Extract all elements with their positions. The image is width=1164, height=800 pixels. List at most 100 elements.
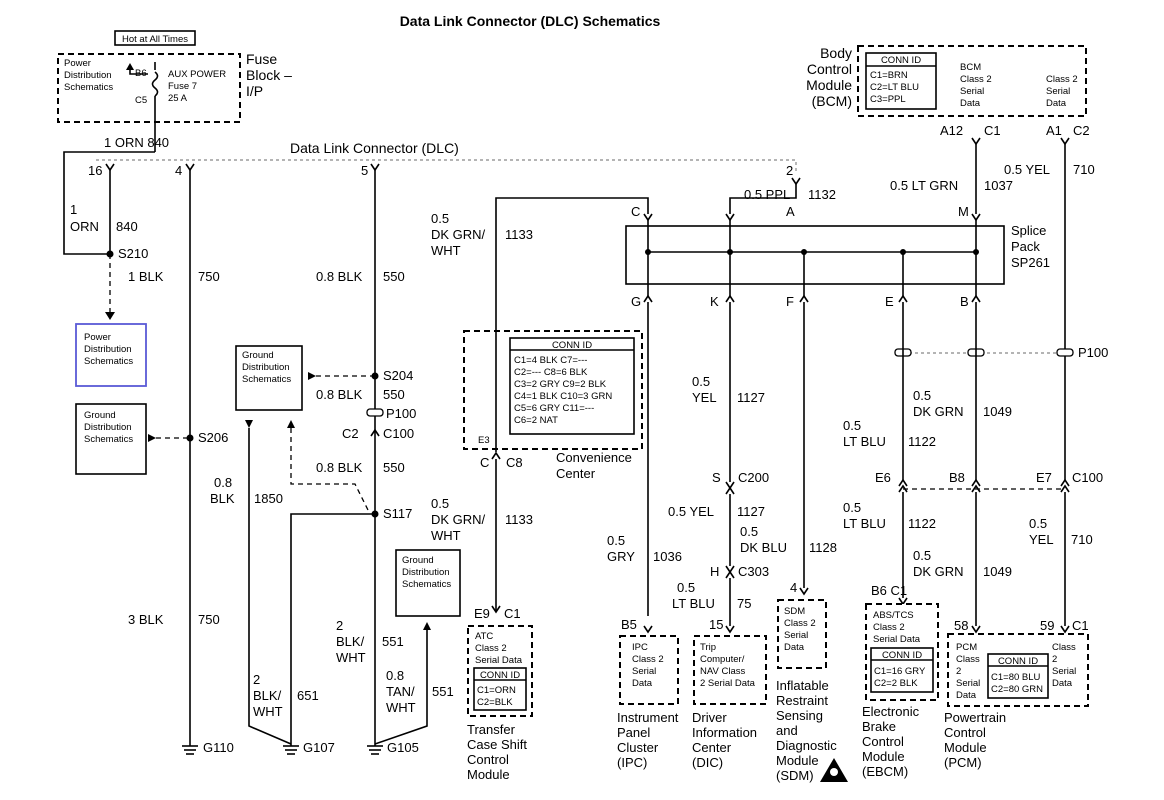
wire-551-b: BLK/ bbox=[336, 634, 365, 649]
sdm-label-4: and bbox=[776, 723, 798, 738]
ground-g107: G107 bbox=[303, 740, 335, 755]
bcm-conn-id: CONN ID bbox=[881, 55, 921, 66]
ground-dist-c-2: Distribution bbox=[402, 567, 450, 578]
bcm-pin-a1: A1 bbox=[1046, 123, 1062, 138]
pcm-conn-id: CONN ID bbox=[998, 656, 1038, 667]
bcm-serial2-1: Class 2 bbox=[1046, 74, 1078, 85]
wire-550-2: 0.8 BLK bbox=[316, 387, 363, 402]
ground-distribution-box-b bbox=[235, 345, 303, 411]
bcm-serial2-2: Serial bbox=[1046, 86, 1070, 97]
ground-distribution-box-c bbox=[395, 549, 461, 617]
pcm-line-2: Class bbox=[956, 654, 980, 665]
ipc-line-1: IPC bbox=[632, 642, 648, 653]
bcm-label-2: Control bbox=[807, 61, 852, 77]
splice-pin-a: A bbox=[786, 204, 795, 219]
convenience-conn-id-table bbox=[509, 337, 635, 435]
convenience-label-2: Center bbox=[556, 466, 596, 481]
fuse-block: Hot at All Times Fuse Block – I/P Power … bbox=[57, 30, 292, 152]
connector-h: H bbox=[710, 564, 719, 579]
arrow-up-icon bbox=[423, 622, 431, 630]
sdm-label-5: Diagnostic bbox=[776, 738, 837, 753]
dlc-pin-2: 2 bbox=[786, 163, 793, 178]
splice-pin-c: C bbox=[631, 204, 640, 219]
convenience-pin-c: C bbox=[480, 455, 489, 470]
pcm-pin-59: 59 bbox=[1040, 618, 1054, 633]
fuse-label-1: AUX POWER bbox=[168, 69, 226, 80]
bcm-serial-3: Serial bbox=[960, 86, 984, 97]
pcm-line-1: PCM bbox=[956, 642, 977, 653]
dic-line-4: 2 Serial Data bbox=[700, 678, 756, 689]
pcm-pin-c1: C1 bbox=[1072, 618, 1089, 633]
bcm-pin-c2: C2 bbox=[1073, 123, 1090, 138]
ebcm-conn-2: C2=2 BLK bbox=[874, 678, 918, 689]
wire-1133b-n: 1133 bbox=[505, 512, 533, 527]
wire-1127b-n: 1127 bbox=[737, 504, 765, 519]
arrow-left-icon bbox=[148, 434, 156, 442]
dlc-label: Data Link Connector (DLC) bbox=[290, 140, 459, 156]
wire-1133b-c: WHT bbox=[431, 528, 461, 543]
wire-1049b-a: 0.5 bbox=[913, 548, 931, 563]
wire-710b-a: 0.5 bbox=[1029, 516, 1047, 531]
wire-651-n: 651 bbox=[297, 688, 319, 703]
atc-pin-c1: C1 bbox=[504, 606, 521, 621]
sdm-line-1: SDM bbox=[784, 606, 805, 617]
arrow-down-icon bbox=[245, 420, 253, 428]
connector-c200: C200 bbox=[738, 470, 769, 485]
ground-dist-b-3: Schematics bbox=[242, 374, 291, 385]
wire-840-c: 840 bbox=[116, 219, 138, 234]
dlc-connector bbox=[96, 159, 797, 174]
wire-840-a: 1 bbox=[70, 202, 77, 217]
fuse-label-3: 25 A bbox=[168, 93, 188, 104]
wire-551b-n: 551 bbox=[432, 684, 454, 699]
ebcm-line-1: ABS/TCS bbox=[873, 610, 914, 621]
atc-pin-e9: E9 bbox=[474, 606, 490, 621]
dic-line-2: Computer/ bbox=[700, 654, 745, 665]
wire-1850-a: 0.8 bbox=[214, 475, 232, 490]
connector-c100-right: C100 bbox=[1072, 470, 1103, 485]
ebcm-conn-1: C1=16 GRY bbox=[874, 666, 926, 677]
connector-b8: B8 bbox=[949, 470, 965, 485]
ebcm-label-3: Control bbox=[862, 734, 904, 749]
pcm-right-2: 2 bbox=[1052, 654, 1057, 665]
wire-1133b-b: DK GRN/ bbox=[431, 512, 486, 527]
ebcm-label-2: Brake bbox=[862, 719, 896, 734]
sdm-pin-4: 4 bbox=[790, 580, 797, 595]
power-distribution-box bbox=[75, 323, 147, 387]
wire-750-1: 1 BLK bbox=[128, 269, 164, 284]
splice-pin-b: B bbox=[960, 294, 969, 309]
power-dist-b-2: Distribution bbox=[84, 344, 132, 355]
wire-651-a: 2 bbox=[253, 672, 260, 687]
wire-710b-b: YEL bbox=[1029, 532, 1054, 547]
bcm-label-1: Body bbox=[820, 45, 852, 61]
diagram-title: Data Link Connector (DLC) Schematics bbox=[400, 13, 661, 29]
dic-line-1: Trip bbox=[700, 642, 716, 653]
bcm-pin-a12: A12 bbox=[940, 123, 963, 138]
pass-through-p100: P100 bbox=[386, 406, 416, 421]
power-dist-label-2: Distribution bbox=[64, 70, 112, 81]
wire-1133-n: 1133 bbox=[505, 227, 533, 242]
wire-550-3n: 550 bbox=[383, 460, 405, 475]
ebcm-conn-id: CONN ID bbox=[882, 650, 922, 661]
atc-conn-id: CONN ID bbox=[480, 670, 520, 681]
wire-1850-n: 1850 bbox=[254, 491, 283, 506]
ipc-pin-b5: B5 bbox=[621, 617, 637, 632]
wire-550-2n: 550 bbox=[383, 387, 405, 402]
wire-651-b: BLK/ bbox=[253, 688, 282, 703]
pcm-right-3: Serial bbox=[1052, 666, 1076, 677]
ebcm-line-3: Serial Data bbox=[873, 634, 921, 645]
ground-distribution-box-a bbox=[75, 403, 147, 475]
wire-1133-b: DK GRN/ bbox=[431, 227, 486, 242]
sdm-module bbox=[777, 599, 827, 669]
splice-pin-g: G bbox=[631, 294, 641, 309]
arrow-right-icon bbox=[308, 372, 316, 380]
splice-pack-label-2: Pack bbox=[1011, 239, 1040, 254]
ground-g105-icon bbox=[367, 745, 383, 755]
atc-label-2: Case Shift bbox=[467, 737, 527, 752]
wire-1122-n: 1122 bbox=[908, 434, 936, 449]
wire-1128-a: 0.5 bbox=[740, 524, 758, 539]
wire-710-n: 710 bbox=[1073, 162, 1095, 177]
ground-g110: G110 bbox=[203, 740, 234, 755]
ground-dist-b-1: Ground bbox=[242, 350, 274, 361]
pcm-line-5: Data bbox=[956, 690, 977, 701]
